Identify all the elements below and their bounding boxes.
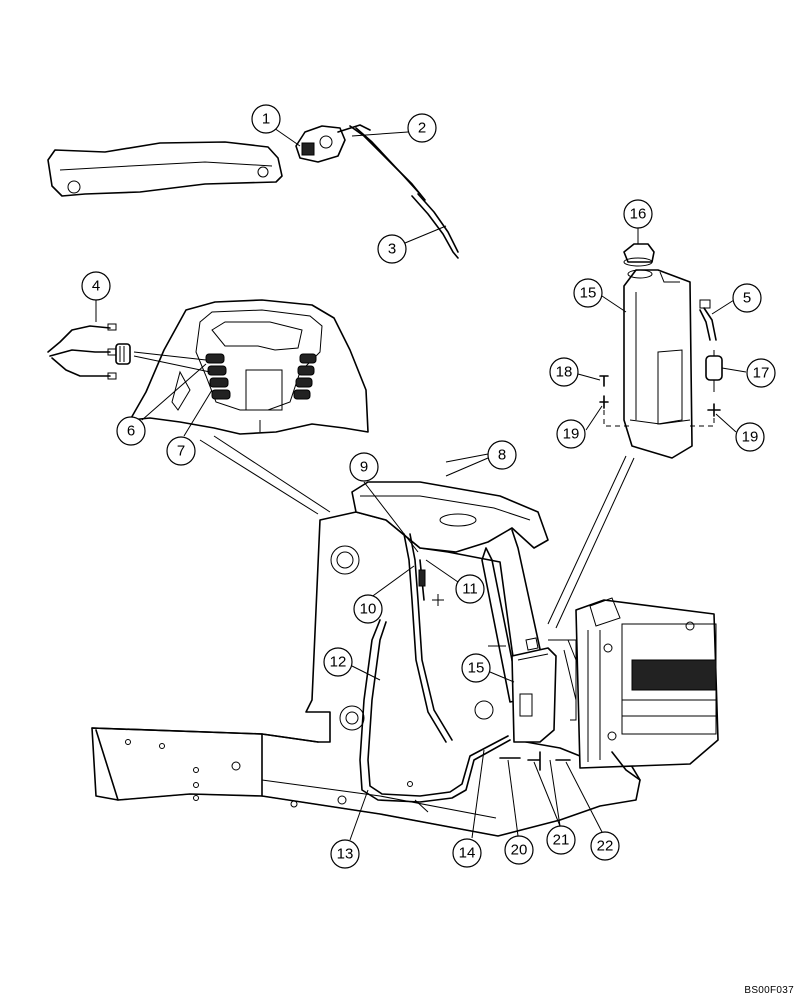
- callout-16: 16: [623, 199, 653, 229]
- svg-text:1: 1: [262, 111, 270, 128]
- svg-text:4: 4: [92, 278, 100, 295]
- reservoir-cap-part: [623, 243, 655, 267]
- callout-7: 7: [166, 436, 196, 466]
- wiper-motor-part: [295, 124, 371, 163]
- callout-2: 2: [407, 113, 437, 143]
- callout-19-right: 19: [735, 422, 765, 452]
- callout-4: 4: [81, 271, 111, 301]
- loader-frame-part: [91, 511, 641, 837]
- svg-text:9: 9: [360, 459, 368, 476]
- svg-text:17: 17: [753, 365, 770, 382]
- callout-21: 21: [546, 825, 576, 855]
- svg-text:3: 3: [388, 241, 396, 258]
- callout-6: 6: [116, 416, 146, 446]
- svg-text:7: 7: [177, 443, 185, 460]
- callout-18: 18: [549, 357, 579, 387]
- svg-text:2: 2: [418, 120, 426, 137]
- callout-14: 14: [452, 838, 482, 868]
- washer-pump-part: [705, 350, 723, 392]
- radiator-assembly-part: [563, 597, 719, 781]
- cab-roof-part: [351, 481, 549, 553]
- overhead-console-part: [129, 299, 369, 435]
- hardware-bolts-part: [488, 639, 571, 771]
- svg-text:5: 5: [743, 290, 751, 307]
- reservoir-connector-part: [699, 299, 717, 341]
- svg-text:15: 15: [580, 285, 597, 302]
- svg-text:8: 8: [498, 447, 506, 464]
- leader-lines: [95, 127, 747, 841]
- svg-text:22: 22: [597, 838, 614, 855]
- pump-hose-outline: [690, 416, 715, 427]
- callout-22: 22: [590, 831, 620, 861]
- svg-text:15: 15: [468, 660, 485, 677]
- windshield-frame-part: [47, 141, 283, 197]
- callout-5: 5: [732, 283, 762, 313]
- callout-11: 11: [455, 574, 485, 604]
- callout-17: 17: [746, 358, 776, 388]
- wiper-blade-part: [411, 193, 459, 259]
- washer-reservoir-part: [623, 269, 693, 459]
- svg-text:11: 11: [462, 581, 478, 598]
- svg-text:18: 18: [556, 364, 573, 381]
- svg-text:14: 14: [459, 845, 476, 862]
- callout-13: 13: [330, 839, 360, 869]
- callout-3: 3: [377, 234, 407, 264]
- pump-grommet-part: [599, 375, 721, 417]
- svg-text:13: 13: [337, 846, 354, 863]
- switch-knob-part: [115, 343, 131, 365]
- callout-19-left: 19: [556, 419, 586, 449]
- callout-10: 10: [353, 594, 383, 624]
- callout-9: 9: [349, 452, 379, 482]
- mounted-washer-bottle-part: [511, 637, 557, 743]
- callout-8: 8: [487, 440, 517, 470]
- callout-20: 20: [504, 835, 534, 865]
- svg-text:20: 20: [511, 842, 528, 859]
- svg-text:19: 19: [563, 426, 580, 443]
- wiring-harness-part: [47, 323, 117, 380]
- callout-15-main: 15: [461, 653, 491, 683]
- callout-15-detail: 15: [573, 278, 603, 308]
- svg-text:6: 6: [127, 423, 135, 440]
- svg-text:19: 19: [742, 429, 759, 446]
- svg-text:10: 10: [360, 601, 377, 618]
- washer-hose-part: [359, 533, 511, 803]
- callout-12: 12: [323, 647, 353, 677]
- svg-text:12: 12: [330, 654, 347, 671]
- callout-1: 1: [251, 104, 281, 134]
- svg-text:21: 21: [553, 832, 570, 849]
- svg-text:16: 16: [630, 206, 647, 223]
- drawing-code-label: BS00F037: [744, 985, 794, 996]
